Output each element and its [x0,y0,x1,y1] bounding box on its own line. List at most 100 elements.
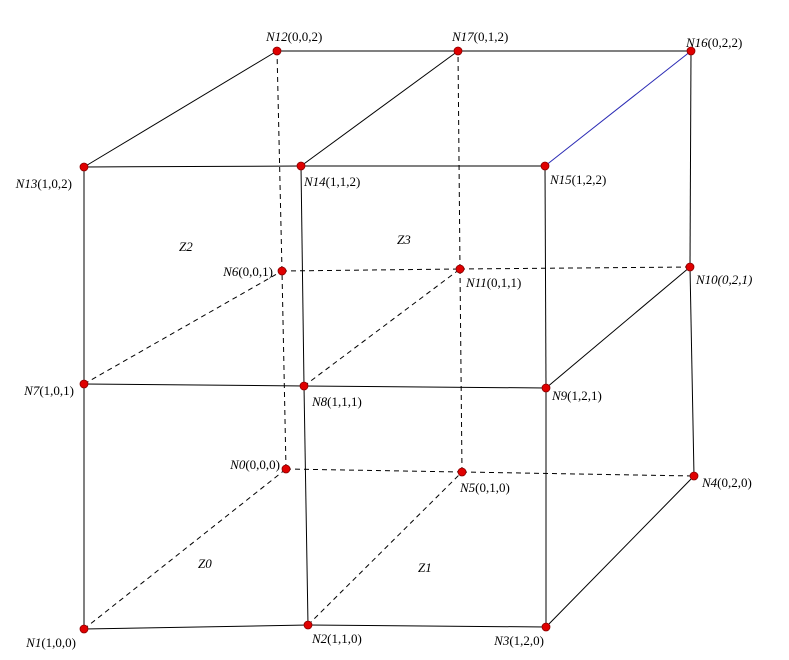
edge-n13-n14 [83,165,302,168]
node-name: N13 [15,176,38,191]
node-name: N17 [451,29,474,44]
edge-n5-n11 [459,268,463,473]
node-label-n10: N10(0,2,1) [695,272,752,287]
zone-label-z3: Z3 [397,232,411,247]
node-n7 [79,379,89,389]
node-n14 [296,161,306,171]
node-label-n12: N12(0,0,2) [265,29,322,44]
node-name: N7 [23,383,40,398]
node-coord: (1,0,0) [41,635,76,650]
node-coord: (0,1,0) [475,480,510,495]
edge-n2-n3 [307,624,547,628]
edges-layer [83,50,695,630]
node-coord: (0,0,0) [245,457,280,472]
edge-n3-n4 [545,475,695,628]
node-name: N9 [551,388,568,403]
node-label-n9: N9(1,2,1) [551,388,602,403]
node-coord: (1,2,2) [572,172,607,187]
node-coord: (0,0,2) [288,29,323,44]
labels-layer: N0(0,0,0)N1(1,0,0)N2(1,1,0)N3(1,2,0)N4(0… [15,29,753,650]
edge-n11-n10 [459,266,691,270]
edge-n2-n8 [303,385,309,626]
node-name: N11 [465,275,487,290]
edge-n15-n16 [544,50,692,167]
node-coord: (1,1,2) [326,174,361,189]
node-name: N15 [549,172,572,187]
edge-n7-n8 [83,383,305,387]
zone-label-z1: Z1 [418,560,432,575]
node-n0 [281,464,291,474]
edge-n11-n17 [457,50,461,270]
node-label-n6: N6(0,0,1) [222,264,273,279]
edge-n9-n15 [544,165,547,389]
zone-label-z0: Z0 [198,556,212,571]
edge-n2-n5 [307,471,463,626]
node-label-n1: N1(1,0,0) [25,635,76,650]
node-coord: (1,2,0) [509,633,544,648]
node-label-n15: N15(1,2,2) [549,172,606,187]
edge-n6-n11 [281,268,461,272]
node-n9 [541,383,551,393]
edge-n8-n9 [303,385,547,389]
node-coord: (0,1,1) [487,275,522,290]
node-n3 [541,622,551,632]
node-name: N6 [222,264,239,279]
node-coord: (1,0,2) [37,176,72,191]
edge-n4-n10 [689,266,695,477]
node-coord: (1,2,1) [567,388,602,403]
node-name: N12 [265,29,288,44]
node-label-n2: N2(1,1,0) [311,631,362,646]
node-coord: (0,0,1) [238,264,273,279]
node-n11 [455,264,465,274]
node-coord: (0,1,2) [474,29,509,44]
node-label-n11: N11(0,1,1) [465,275,521,290]
edge-n0-n6 [281,270,287,470]
node-coord: (0,2,2) [708,35,743,50]
node-coord: (0,2,1) [718,272,753,287]
edge-n1-n2 [83,624,309,630]
node-n13 [79,162,89,172]
edge-n9-n10 [545,266,691,389]
zone-label-z2: Z2 [179,239,193,254]
node-label-n14: N14(1,1,2) [303,174,360,189]
node-label-n16: N16(0,2,2) [685,35,742,50]
node-n6 [277,266,287,276]
nodes-layer [79,46,699,634]
node-label-n4: N4(0,2,0) [701,475,752,490]
node-label-n13: N13(1,0,2) [15,176,72,191]
edge-n8-n11 [303,268,461,387]
node-name: N1 [25,635,41,650]
edge-n6-n12 [276,50,283,272]
edge-n13-n12 [83,50,278,168]
zones-layer: Z0 Z1 Z2 Z3 [179,232,432,575]
node-n4 [689,471,699,481]
node-label-n8: N8(1,1,1) [311,394,362,409]
edge-n7-n6 [83,270,283,385]
node-name: N10 [695,272,718,287]
node-name: N2 [311,631,328,646]
node-coord: (1,1,1) [327,394,362,409]
node-name: N8 [311,394,328,409]
node-label-n3: N3(1,2,0) [493,633,544,648]
node-label-n5: N5(0,1,0) [459,480,510,495]
node-n1 [79,624,89,634]
node-name: N0 [229,457,246,472]
edge-n10-n16 [689,50,692,268]
node-label-n17: N17(0,1,2) [451,29,508,44]
node-n5 [457,467,467,477]
node-n15 [540,161,550,171]
node-label-n0: N0(0,0,0) [229,457,280,472]
node-n10 [685,262,695,272]
node-n8 [299,381,309,391]
node-coord: (1,1,0) [327,631,362,646]
edge-n5-n4 [461,471,695,477]
node-name: N3 [493,633,510,648]
edge-n8-n14 [300,165,305,387]
node-coord: (1,0,1) [39,383,74,398]
edge-n1-n0 [83,468,287,630]
node-name: N14 [303,174,326,189]
node-n16 [686,46,696,56]
node-name: N4 [701,475,718,490]
